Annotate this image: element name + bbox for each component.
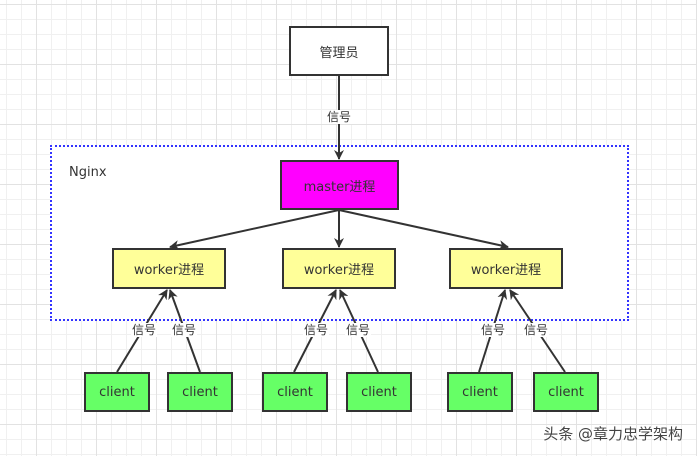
edge-label-signal: 信号 [130, 323, 158, 337]
edge-label-signal: 信号 [325, 110, 353, 124]
client-label: client [182, 384, 218, 400]
admin-label: 管理员 [319, 45, 359, 61]
worker-label: worker进程 [470, 263, 542, 278]
client-label: client [361, 384, 397, 400]
client-node: client [262, 372, 328, 412]
worker-label: worker进程 [303, 263, 375, 278]
edge-label-signal: 信号 [302, 323, 330, 337]
master-label: master进程 [303, 179, 376, 195]
edge-master-worker-3 [338, 209, 509, 250]
admin-node: 管理员 [289, 26, 389, 76]
client-node: client [167, 372, 233, 412]
worker-label: worker进程 [133, 263, 205, 278]
edge-master-worker-1 [169, 209, 340, 250]
watermark: 头条 @章力忠学架构 [543, 425, 683, 443]
edge-label-signal: 信号 [344, 323, 372, 337]
client-node: client [346, 372, 412, 412]
worker-process-node: worker进程 [449, 248, 563, 289]
edge-label-signal: 信号 [479, 323, 507, 337]
edge-label-signal: 信号 [170, 323, 198, 337]
client-node: client [447, 372, 513, 412]
client-label: client [462, 384, 498, 400]
edge-label-signal: 信号 [522, 323, 550, 337]
nginx-label: Nginx [69, 165, 107, 180]
client-label: client [99, 384, 135, 400]
client-node: client [84, 372, 150, 412]
master-process-node: master进程 [280, 160, 399, 210]
client-node: client [533, 372, 599, 412]
worker-process-node: worker进程 [282, 248, 396, 289]
client-label: client [548, 384, 584, 400]
worker-process-node: worker进程 [112, 248, 226, 289]
client-label: client [277, 384, 313, 400]
